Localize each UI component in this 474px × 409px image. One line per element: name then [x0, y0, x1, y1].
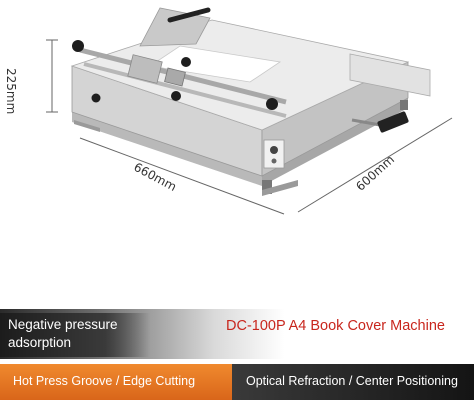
optical-feature-band	[232, 364, 474, 400]
model-title: DC-100P A4 Book Cover Machine	[226, 318, 445, 334]
hot-press-feature-band	[0, 364, 232, 400]
negative-pressure-text: Negative pressure adsorption	[8, 317, 118, 350]
product-photo	[46, 7, 453, 215]
hot-press-feature-text: Hot Press Groove / Edge Cutting	[13, 374, 196, 388]
dimension-height-label: 225mm	[4, 68, 18, 115]
negative-pressure-tag	[0, 313, 150, 357]
optical-feature-text: Optical Refraction / Center Positioning	[246, 374, 458, 388]
book-cover-machine-illustration	[46, 7, 453, 215]
